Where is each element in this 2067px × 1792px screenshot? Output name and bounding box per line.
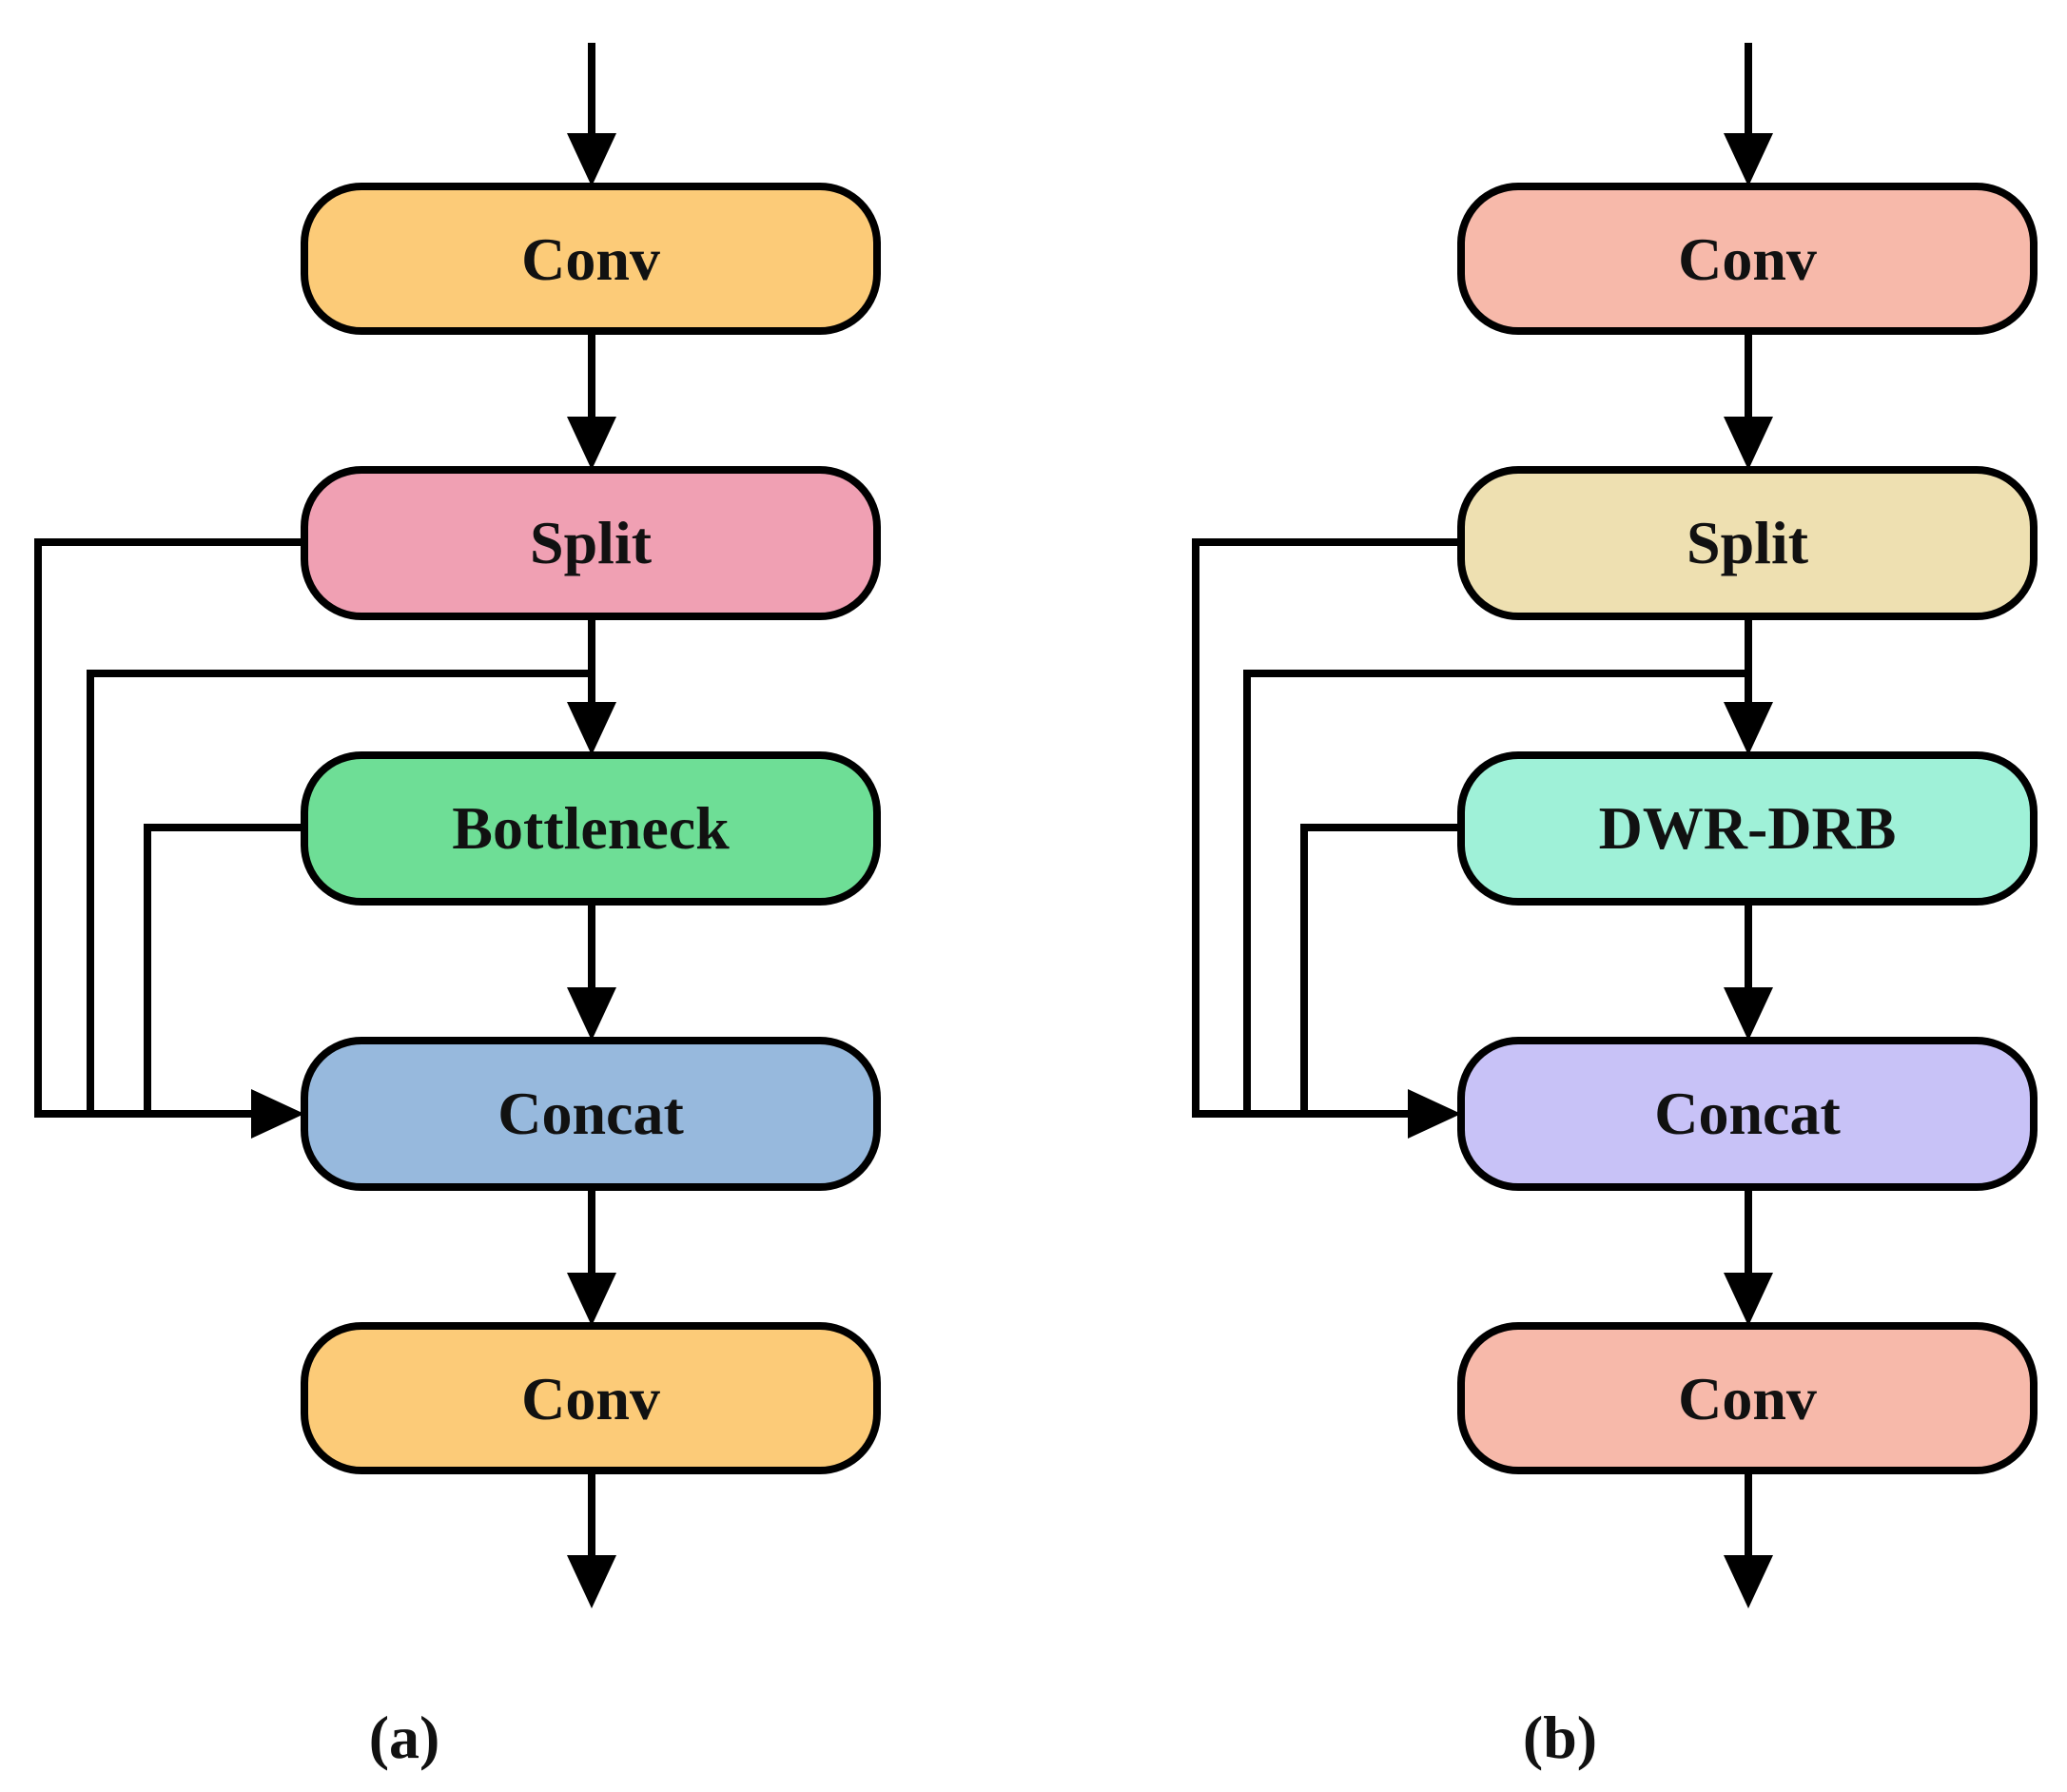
block-b-conv-bottom: Conv <box>1457 1322 2038 1474</box>
block-a-bottleneck: Bottleneck <box>301 751 881 906</box>
block-b-concat: Concat <box>1457 1037 2038 1191</box>
skip-connections-b <box>1192 538 1748 1139</box>
block-b-dwr-drb: DWR-DRB <box>1457 751 2038 906</box>
block-b-conv-top: Conv <box>1457 183 2038 335</box>
block-label: Split <box>530 509 653 576</box>
block-a-conv-top: Conv <box>301 183 881 335</box>
panel-a: Conv Split Bottleneck Concat Conv (a) <box>34 43 881 1771</box>
caption-a: (a) <box>369 1704 440 1771</box>
block-label: Conv <box>1678 1365 1817 1432</box>
block-b-split: Split <box>1457 466 2038 620</box>
block-label: Conv <box>521 1365 660 1432</box>
block-label: Conv <box>1678 225 1817 293</box>
block-a-conv-bottom: Conv <box>301 1322 881 1474</box>
block-label: Conv <box>521 225 660 293</box>
caption-b: (b) <box>1523 1704 1597 1771</box>
flow-arrows-a <box>567 43 616 1608</box>
block-label: Split <box>1687 509 1809 576</box>
block-label: DWR-DRB <box>1599 794 1897 862</box>
block-a-split: Split <box>301 466 881 620</box>
flow-arrows-b <box>1724 43 1773 1608</box>
block-label: Concat <box>497 1080 684 1147</box>
panel-b: Conv Split DWR-DRB Concat Conv (b) <box>1192 43 2038 1771</box>
skip-connections-a <box>34 538 592 1139</box>
block-a-concat: Concat <box>301 1037 881 1191</box>
block-label: Bottleneck <box>452 794 730 862</box>
block-label: Concat <box>1654 1080 1841 1147</box>
